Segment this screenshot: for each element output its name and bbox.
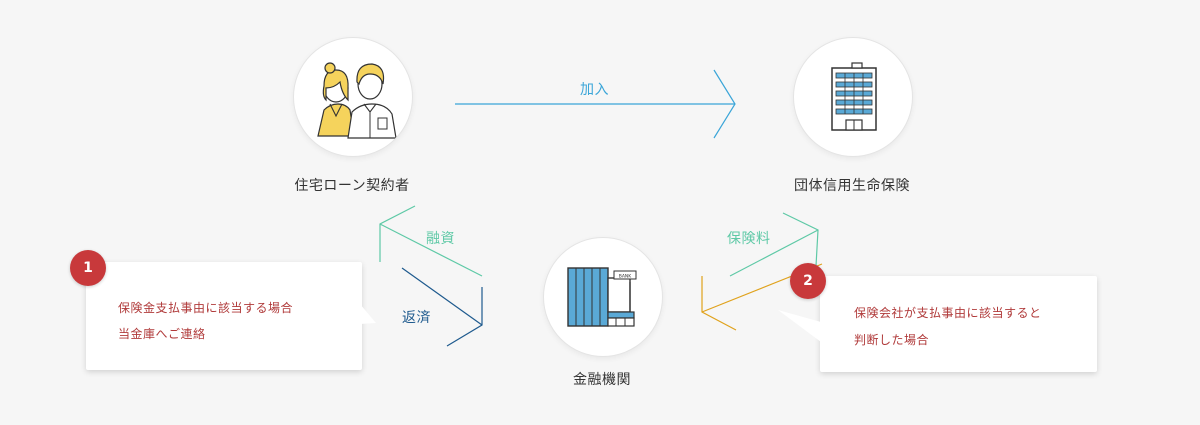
callout-1-badge: 1: [70, 250, 106, 286]
insurer-label: 団体信用生命保険: [794, 178, 910, 194]
contractor-label: 住宅ローン契約者: [294, 178, 410, 194]
callout-1-line-2: 当金庫へご連絡: [118, 327, 206, 341]
callout-2-line-2: 判断した場合: [854, 333, 930, 347]
insurer-node: [793, 37, 913, 157]
office-building-icon: [831, 62, 877, 131]
bank-sign: BANK: [619, 274, 633, 280]
contractor-node: [293, 37, 413, 157]
callout-2: 保険会社が支払事由に該当すると 判断した場合: [820, 276, 1097, 372]
join-arrow: [455, 69, 736, 139]
bank-label: 金融機関: [573, 372, 631, 388]
premium-arrow: [729, 212, 819, 277]
repay-arrow: [401, 267, 483, 347]
repay-label: 返済: [402, 310, 431, 326]
bank-building-icon: BANK: [567, 267, 637, 327]
loan-arrow: [379, 205, 483, 277]
premium-label: 保険料: [727, 231, 771, 247]
loan-label: 融資: [426, 231, 455, 247]
bank-node: BANK: [543, 237, 663, 357]
callout-2-line-1: 保険会社が支払事由に該当すると: [854, 306, 1042, 320]
callout-2-tail: [778, 310, 821, 342]
callout-1: 保険金支払事由に該当する場合 当金庫へご連絡: [86, 262, 362, 370]
callout-2-badge: 2: [790, 263, 826, 299]
callout-1-tail: [360, 304, 376, 324]
join-label: 加入: [580, 82, 609, 98]
callout-1-line-1: 保険金支払事由に該当する場合: [118, 301, 294, 315]
couple-icon: [317, 62, 397, 139]
